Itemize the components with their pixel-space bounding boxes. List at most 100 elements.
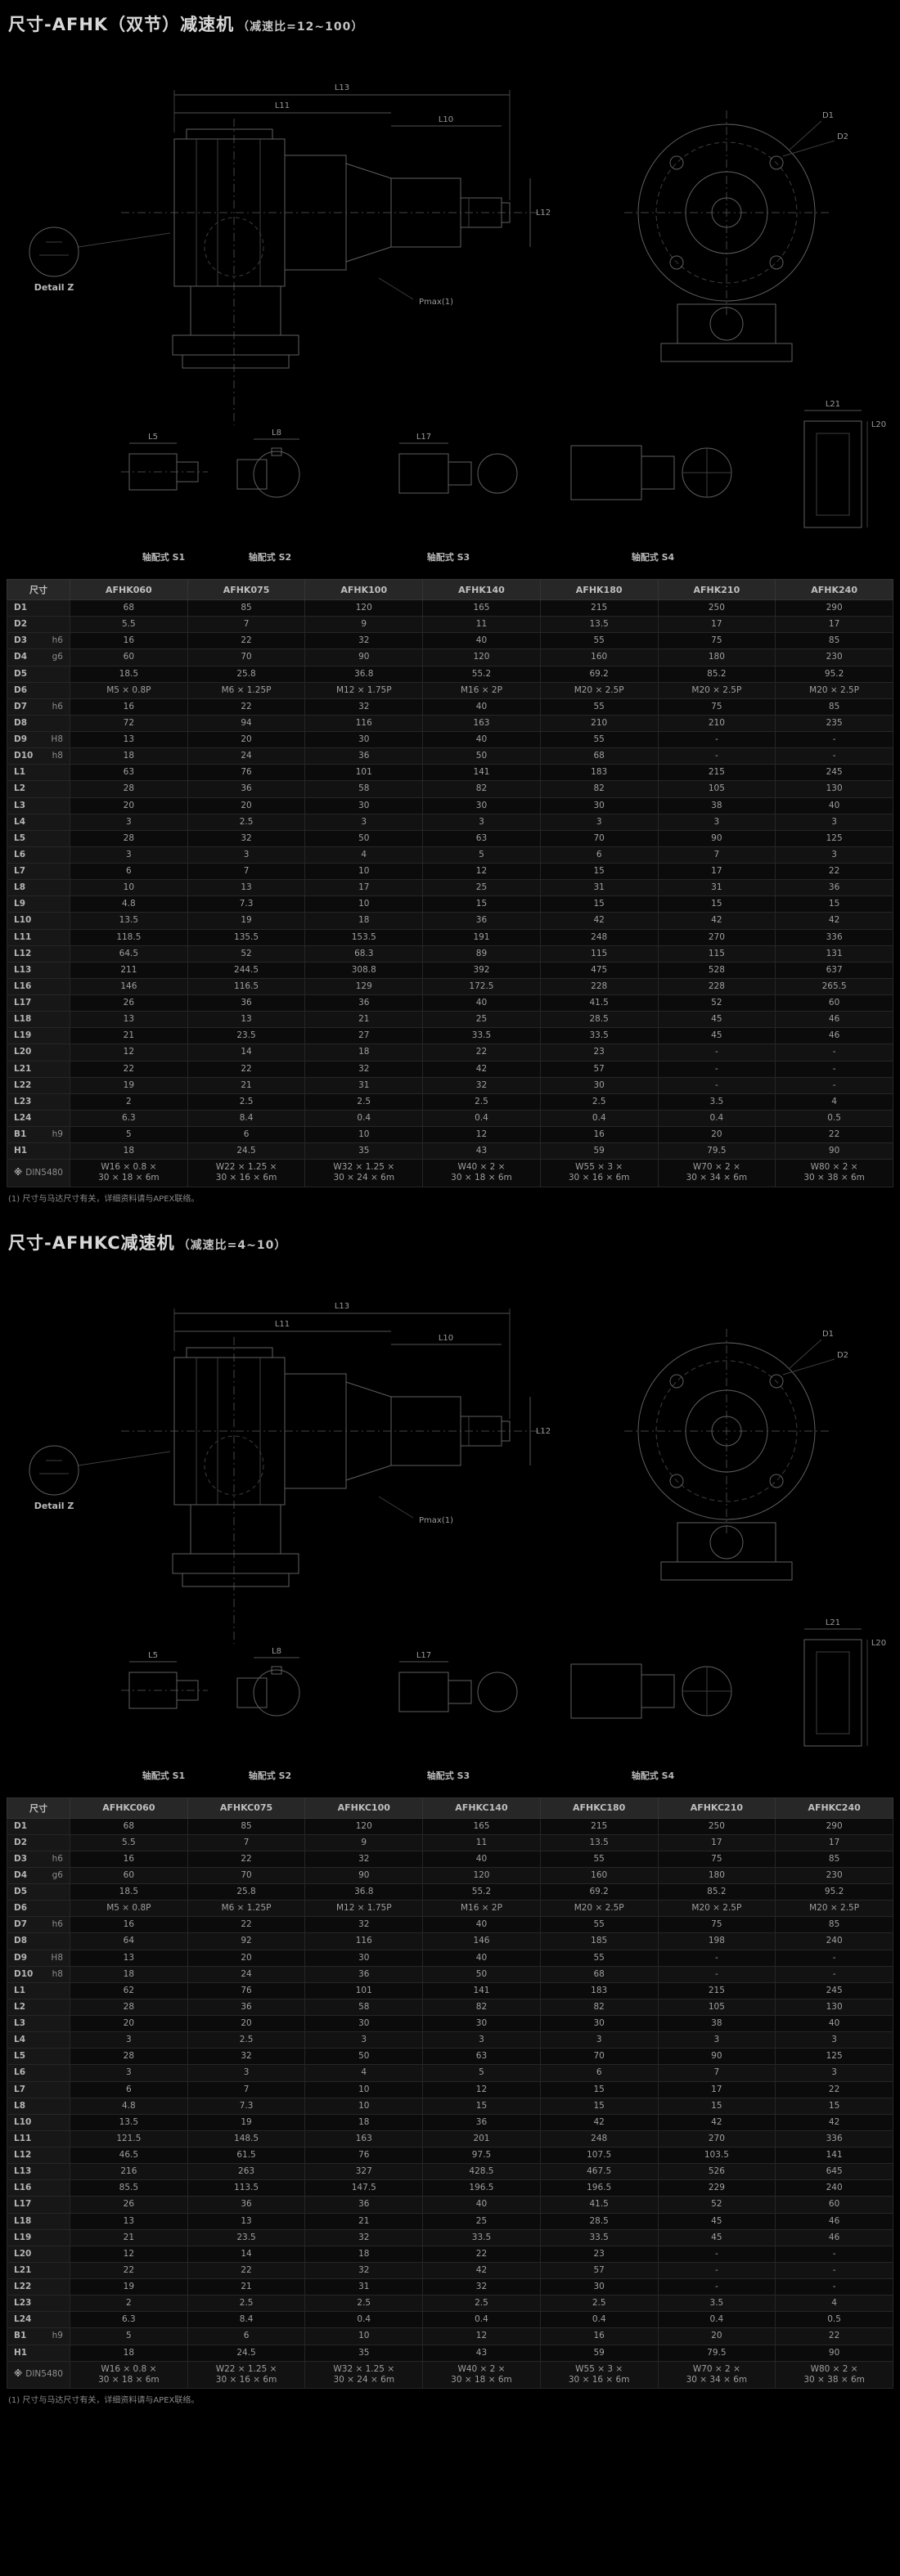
pmax-label: Pmax(1) xyxy=(419,298,453,307)
value-cell: 3 xyxy=(187,846,306,864)
value-cell: 130 xyxy=(775,780,893,798)
value-cell: 32 xyxy=(304,1850,424,1868)
page-title: 尺寸-AFHK（双节）减速机（减速比=12~100） xyxy=(8,11,893,36)
value-cell: 13.5 xyxy=(539,1833,659,1851)
value-cell: M6 × 1.25P xyxy=(187,1900,306,1918)
value-cell: 201 xyxy=(422,2129,541,2148)
value-cell: 25 xyxy=(422,879,541,897)
model-column-header: AFHK100 xyxy=(304,579,424,600)
value-cell: 36 xyxy=(304,2196,424,2214)
value-cell: W32 × 1.25 × 30 × 24 × 6m xyxy=(304,2360,424,2389)
value-cell: 41.5 xyxy=(539,2196,659,2214)
value-cell: 17 xyxy=(657,862,776,881)
value-cell: 42 xyxy=(539,912,659,930)
value-cell: M6 × 1.25P xyxy=(187,681,306,699)
value-cell: 82 xyxy=(539,1998,659,2017)
value-cell: W22 × 1.25 × 30 × 16 × 6m xyxy=(187,1159,306,1187)
value-cell: 12 xyxy=(422,1125,541,1144)
value-cell: 28 xyxy=(70,780,188,798)
footnote: (1) 尺寸与马达尺寸有关，详细资料请与APEX联络。 xyxy=(8,1194,200,1204)
value-cell: 0.5 xyxy=(775,2311,893,2329)
shaft-config-views: L5 轴配式 S1 L8 轴配式 S2 L17 轴配式 S3 轴 xyxy=(121,400,886,563)
value-cell: 57 xyxy=(539,1060,659,1078)
value-cell: 20 xyxy=(70,797,188,815)
value-cell: 2.5 xyxy=(304,1093,424,1111)
value-cell: 22 xyxy=(775,1125,893,1144)
model-column-header: AFHK060 xyxy=(70,579,188,600)
dimension-cell: L19 xyxy=(7,2228,70,2246)
value-cell: M20 × 2.5P xyxy=(539,1900,659,1918)
dim-label-l21: L21 xyxy=(826,1618,840,1627)
dimension-cell: L24 xyxy=(7,2311,70,2329)
value-cell: 55.2 xyxy=(422,1883,541,1901)
value-cell: 118.5 xyxy=(70,928,188,946)
value-cell: 230 xyxy=(775,648,893,666)
value-cell: 245 xyxy=(775,764,893,782)
dim-label-d2: D2 xyxy=(837,1351,848,1360)
value-cell: 7 xyxy=(187,2080,306,2098)
value-cell: 85 xyxy=(775,1916,893,1934)
dim-label-l21: L21 xyxy=(826,400,840,409)
dim-label-l8: L8 xyxy=(272,429,281,438)
value-cell: 10 xyxy=(304,2327,424,2345)
value-cell: 17 xyxy=(657,1833,776,1851)
value-cell: 32 xyxy=(187,829,306,847)
value-cell: 19 xyxy=(187,2113,306,2131)
value-cell: 55 xyxy=(539,730,659,749)
value-cell: 45 xyxy=(657,2212,776,2230)
dim-label-l10: L10 xyxy=(439,1334,453,1343)
value-cell: 28.5 xyxy=(539,2212,659,2230)
value-cell: 57 xyxy=(539,2261,659,2280)
value-cell: 250 xyxy=(657,1817,776,1835)
value-cell: 10 xyxy=(304,2097,424,2115)
detail-z-view: Detail Z xyxy=(29,227,171,293)
value-cell: 0.4 xyxy=(539,1109,659,1128)
value-cell: 97.5 xyxy=(422,2146,541,2165)
value-cell: 24 xyxy=(187,747,306,765)
shaft-config-caption: 轴配式 S4 xyxy=(632,551,675,563)
value-cell: 35 xyxy=(304,1142,424,1160)
value-cell: 63 xyxy=(422,2048,541,2066)
value-cell: 36 xyxy=(304,1965,424,1983)
value-cell: 68 xyxy=(539,747,659,765)
value-cell: 95.2 xyxy=(775,665,893,683)
value-cell: 92 xyxy=(187,1932,306,1950)
value-cell: 526 xyxy=(657,2163,776,2181)
value-cell: 31 xyxy=(539,879,659,897)
value-cell: W70 × 2 × 30 × 34 × 6m xyxy=(657,2360,776,2389)
detail-z-label: Detail Z xyxy=(34,282,74,293)
dimension-cell: D2 xyxy=(7,1833,70,1851)
value-cell: 265.5 xyxy=(775,977,893,996)
value-cell: - xyxy=(775,2261,893,2280)
dimension-cell: L7 xyxy=(7,862,70,881)
dimension-cell: L20 xyxy=(7,2245,70,2263)
value-cell: 41.5 xyxy=(539,994,659,1012)
value-cell: 21 xyxy=(187,2278,306,2296)
value-cell: 2.5 xyxy=(539,2295,659,2313)
value-cell: 290 xyxy=(775,599,893,617)
value-cell: 637 xyxy=(775,961,893,979)
model-column-header: AFHKC075 xyxy=(187,1797,306,1819)
value-cell: 3 xyxy=(539,813,659,831)
value-cell: 85.5 xyxy=(70,2179,188,2197)
dim-label-l20: L20 xyxy=(871,420,886,429)
value-cell: 12 xyxy=(70,2245,188,2263)
value-cell: 3 xyxy=(775,2031,893,2049)
model-column-header: AFHK075 xyxy=(187,579,306,600)
value-cell: 85 xyxy=(187,1817,306,1835)
value-cell: 79.5 xyxy=(657,2344,776,2362)
value-cell: 30 xyxy=(422,2014,541,2033)
value-cell: 392 xyxy=(422,961,541,979)
value-cell: 20 xyxy=(187,797,306,815)
